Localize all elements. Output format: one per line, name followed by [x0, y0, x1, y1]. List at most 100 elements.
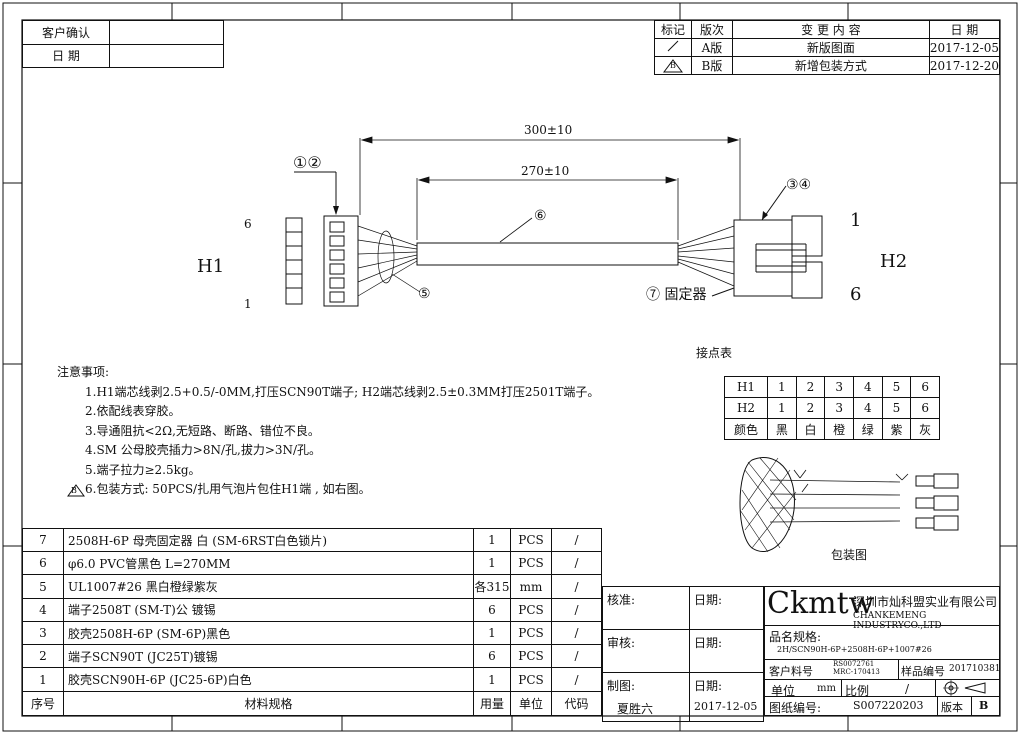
dim-total-length: 300±10: [524, 123, 573, 137]
pinout-cell: 5: [881, 397, 912, 419]
bom-code: /: [551, 597, 602, 622]
bom-header-spec: 材料规格: [63, 690, 474, 717]
bom-code: /: [551, 551, 602, 576]
slash-icon: [667, 40, 679, 52]
part-spec: 2H/SCN90H-6P+2508H-6P+1007#26: [777, 645, 932, 654]
sample-no-label: 样品编号: [901, 665, 945, 678]
rev-header-content: 变 更 内 容: [731, 20, 930, 39]
customer-no-2: MRC-170413: [833, 668, 880, 676]
rev-row-b-mark-text: B: [670, 61, 676, 70]
title-divider: [765, 625, 999, 626]
bom-unit: PCS: [510, 644, 552, 669]
bom-qty: 1: [473, 667, 511, 692]
customer-confirm-label: 客户确认: [22, 20, 110, 45]
draw-cell: 制图: 夏胜六: [602, 672, 690, 722]
title-divider-v: [971, 696, 972, 715]
rev-row-b-mark: B: [654, 56, 692, 75]
approve-label: 核准:: [602, 586, 690, 630]
bom-header-no: 序号: [22, 690, 64, 717]
drawer-name: 夏胜六: [617, 702, 654, 716]
callout-6: ⑥: [534, 208, 547, 224]
title-divider: [765, 659, 999, 660]
callout-5: ⑤: [418, 286, 431, 302]
bom-spec: 胶壳SCN90H-6P (JC25-6P)白色: [63, 667, 474, 692]
bom-unit: PCS: [510, 551, 552, 576]
note-5: 5.端子拉力≥2.5kg。: [85, 462, 201, 477]
callout-1-2: ①②: [293, 153, 322, 172]
draw-label: 制图:: [607, 679, 636, 693]
bom-qty: 6: [473, 644, 511, 669]
rev-row-b-date: 2017-12-20: [928, 56, 1001, 75]
h2-label: H2: [880, 251, 908, 272]
notes-title: 注意事项:: [57, 365, 110, 379]
pinout-color-cell: 灰: [910, 418, 940, 440]
scale-value: /: [905, 682, 910, 696]
bom-unit: mm: [510, 574, 552, 599]
bom-qty: 各315: [473, 574, 511, 599]
h1-pin1-label: 1: [244, 297, 252, 311]
pinout-title: 接点表: [696, 346, 733, 360]
drawing-no: S007220203: [853, 699, 924, 712]
note-3: 3.导通阻抗<2Ω,无短路、断路、错位不良。: [85, 423, 320, 438]
title-divider-v: [935, 679, 936, 696]
title-divider-v: [898, 659, 899, 679]
pinout-cell: 6: [910, 376, 940, 398]
pinout-cell: 5: [881, 376, 912, 398]
title-divider: [765, 696, 999, 697]
rev-header-version: 版次: [690, 20, 733, 39]
title-divider-v: [841, 679, 842, 696]
rev-row-b-version: B版: [690, 56, 733, 75]
version-label: 版本: [941, 701, 963, 714]
bom-spec: UL1007#26 黑白橙绿紫灰: [63, 574, 474, 599]
bom-header-code: 代码: [551, 690, 602, 717]
note-4: 4.SM 公母胶壳插力>8N/孔,拔力>3N/孔。: [85, 443, 322, 457]
pinout-cell: 2: [795, 376, 826, 398]
draw-date-cell: 日期: 2017-12-05: [689, 672, 764, 722]
note-triangle-icon: [67, 484, 85, 497]
title-block: Ckmtw 深圳市灿科盟实业有限公司 CHANKEMENG INDUSTRYCO…: [764, 586, 1001, 716]
customer-confirm-box: 客户确认 日 期: [22, 20, 224, 68]
bom-code: /: [551, 620, 602, 646]
pinout-cell: 1: [767, 397, 797, 419]
title-divider: [765, 679, 999, 680]
part-spec-label: 品名规格:: [769, 630, 822, 644]
pinout-cell: 6: [910, 397, 940, 419]
bom-spec: 端子SCN90T (JC25T)镀锡: [63, 644, 474, 669]
note-6: 6.包装方式: 50PCS/扎用气泡片包住H1端 , 如右图。: [85, 482, 371, 496]
rev-row-a-content: 新版图面: [731, 38, 930, 57]
bom-qty: 1: [473, 551, 511, 576]
rev-row-a-version: A版: [690, 38, 733, 57]
approve-date-label: 日期:: [689, 586, 764, 630]
pinout-cell: 3: [824, 397, 854, 419]
review-label: 审核:: [602, 629, 690, 673]
customer-no-label: 客户料号: [769, 665, 813, 678]
signoff-table: 核准: 日期: 审核: 日期: 制图: 夏胜六 日期: 2017-12-05: [602, 586, 764, 722]
notes-block: 注意事项: 1.H1端芯线剥2.5+0.5/-0MM,打压SCN90T端子; H…: [57, 363, 599, 500]
bom-header-unit: 单位: [510, 690, 552, 717]
version-value: B: [979, 699, 989, 712]
bom-unit: PCS: [510, 527, 552, 553]
draw-date-label: 日期:: [694, 679, 723, 693]
draw-date: 2017-12-05: [694, 700, 758, 713]
scale-label: 比例: [845, 684, 870, 698]
rev-header-mark: 标记: [654, 20, 692, 39]
sample-no: 201710381: [949, 664, 1001, 674]
note-6-mark: B: [71, 486, 77, 495]
bom-unit: PCS: [510, 667, 552, 692]
revision-table: 标记 版次 变 更 内 容 日 期 A版 新版图面 2017-12-05 B B…: [654, 20, 1001, 75]
pinout-color-label: 颜色: [724, 418, 768, 440]
bom-spec: φ6.0 PVC管黑色 L=270MM: [63, 551, 474, 576]
packaging-label: 包装图: [831, 548, 868, 562]
bom-unit: PCS: [510, 620, 552, 646]
bom-code: /: [551, 667, 602, 692]
callout-3-4: ③④: [786, 177, 812, 193]
bom-no: 2: [22, 644, 64, 669]
pinout-table: H1 1 2 3 4 5 6 H2 1 2 3 4 5 6 颜色 黑 白 橙 绿…: [724, 376, 940, 440]
pinout-h2-label: H2: [724, 397, 768, 419]
dim-tube-length: 270±10: [521, 164, 570, 178]
bom-spec: 端子2508T (SM-T)公 镀锡: [63, 597, 474, 622]
bom-code: /: [551, 644, 602, 669]
bom-header-qty: 用量: [473, 690, 511, 717]
revision-triangle-icon: [662, 58, 683, 73]
customer-date-label: 日 期: [22, 43, 110, 68]
